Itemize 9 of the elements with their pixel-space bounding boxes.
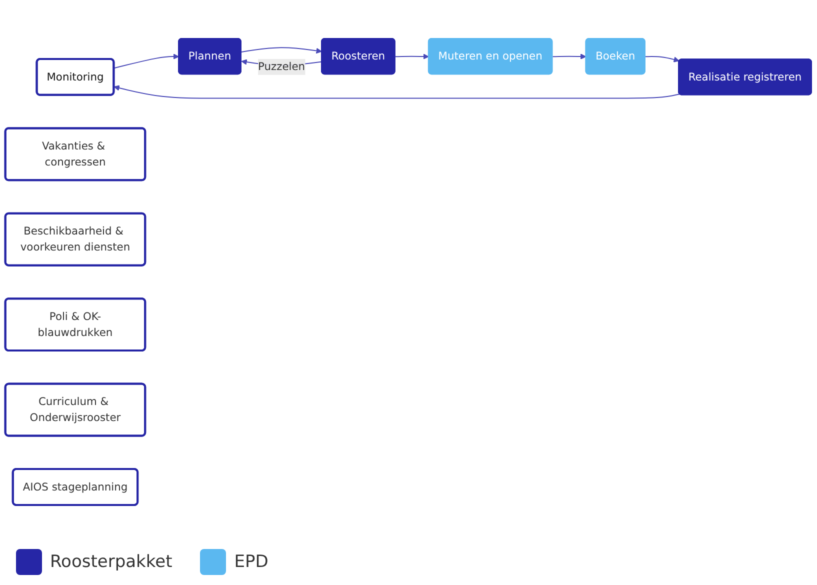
edge-label: Puzzelen — [258, 60, 306, 73]
arrow — [394, 53, 429, 60]
arrow — [114, 84, 680, 99]
legend-label: Roosterpakket — [50, 552, 172, 572]
arrow — [552, 53, 586, 60]
arrow — [240, 46, 322, 54]
arrow — [114, 53, 179, 68]
legend-label: EPD — [234, 552, 268, 572]
arrow — [644, 56, 680, 62]
